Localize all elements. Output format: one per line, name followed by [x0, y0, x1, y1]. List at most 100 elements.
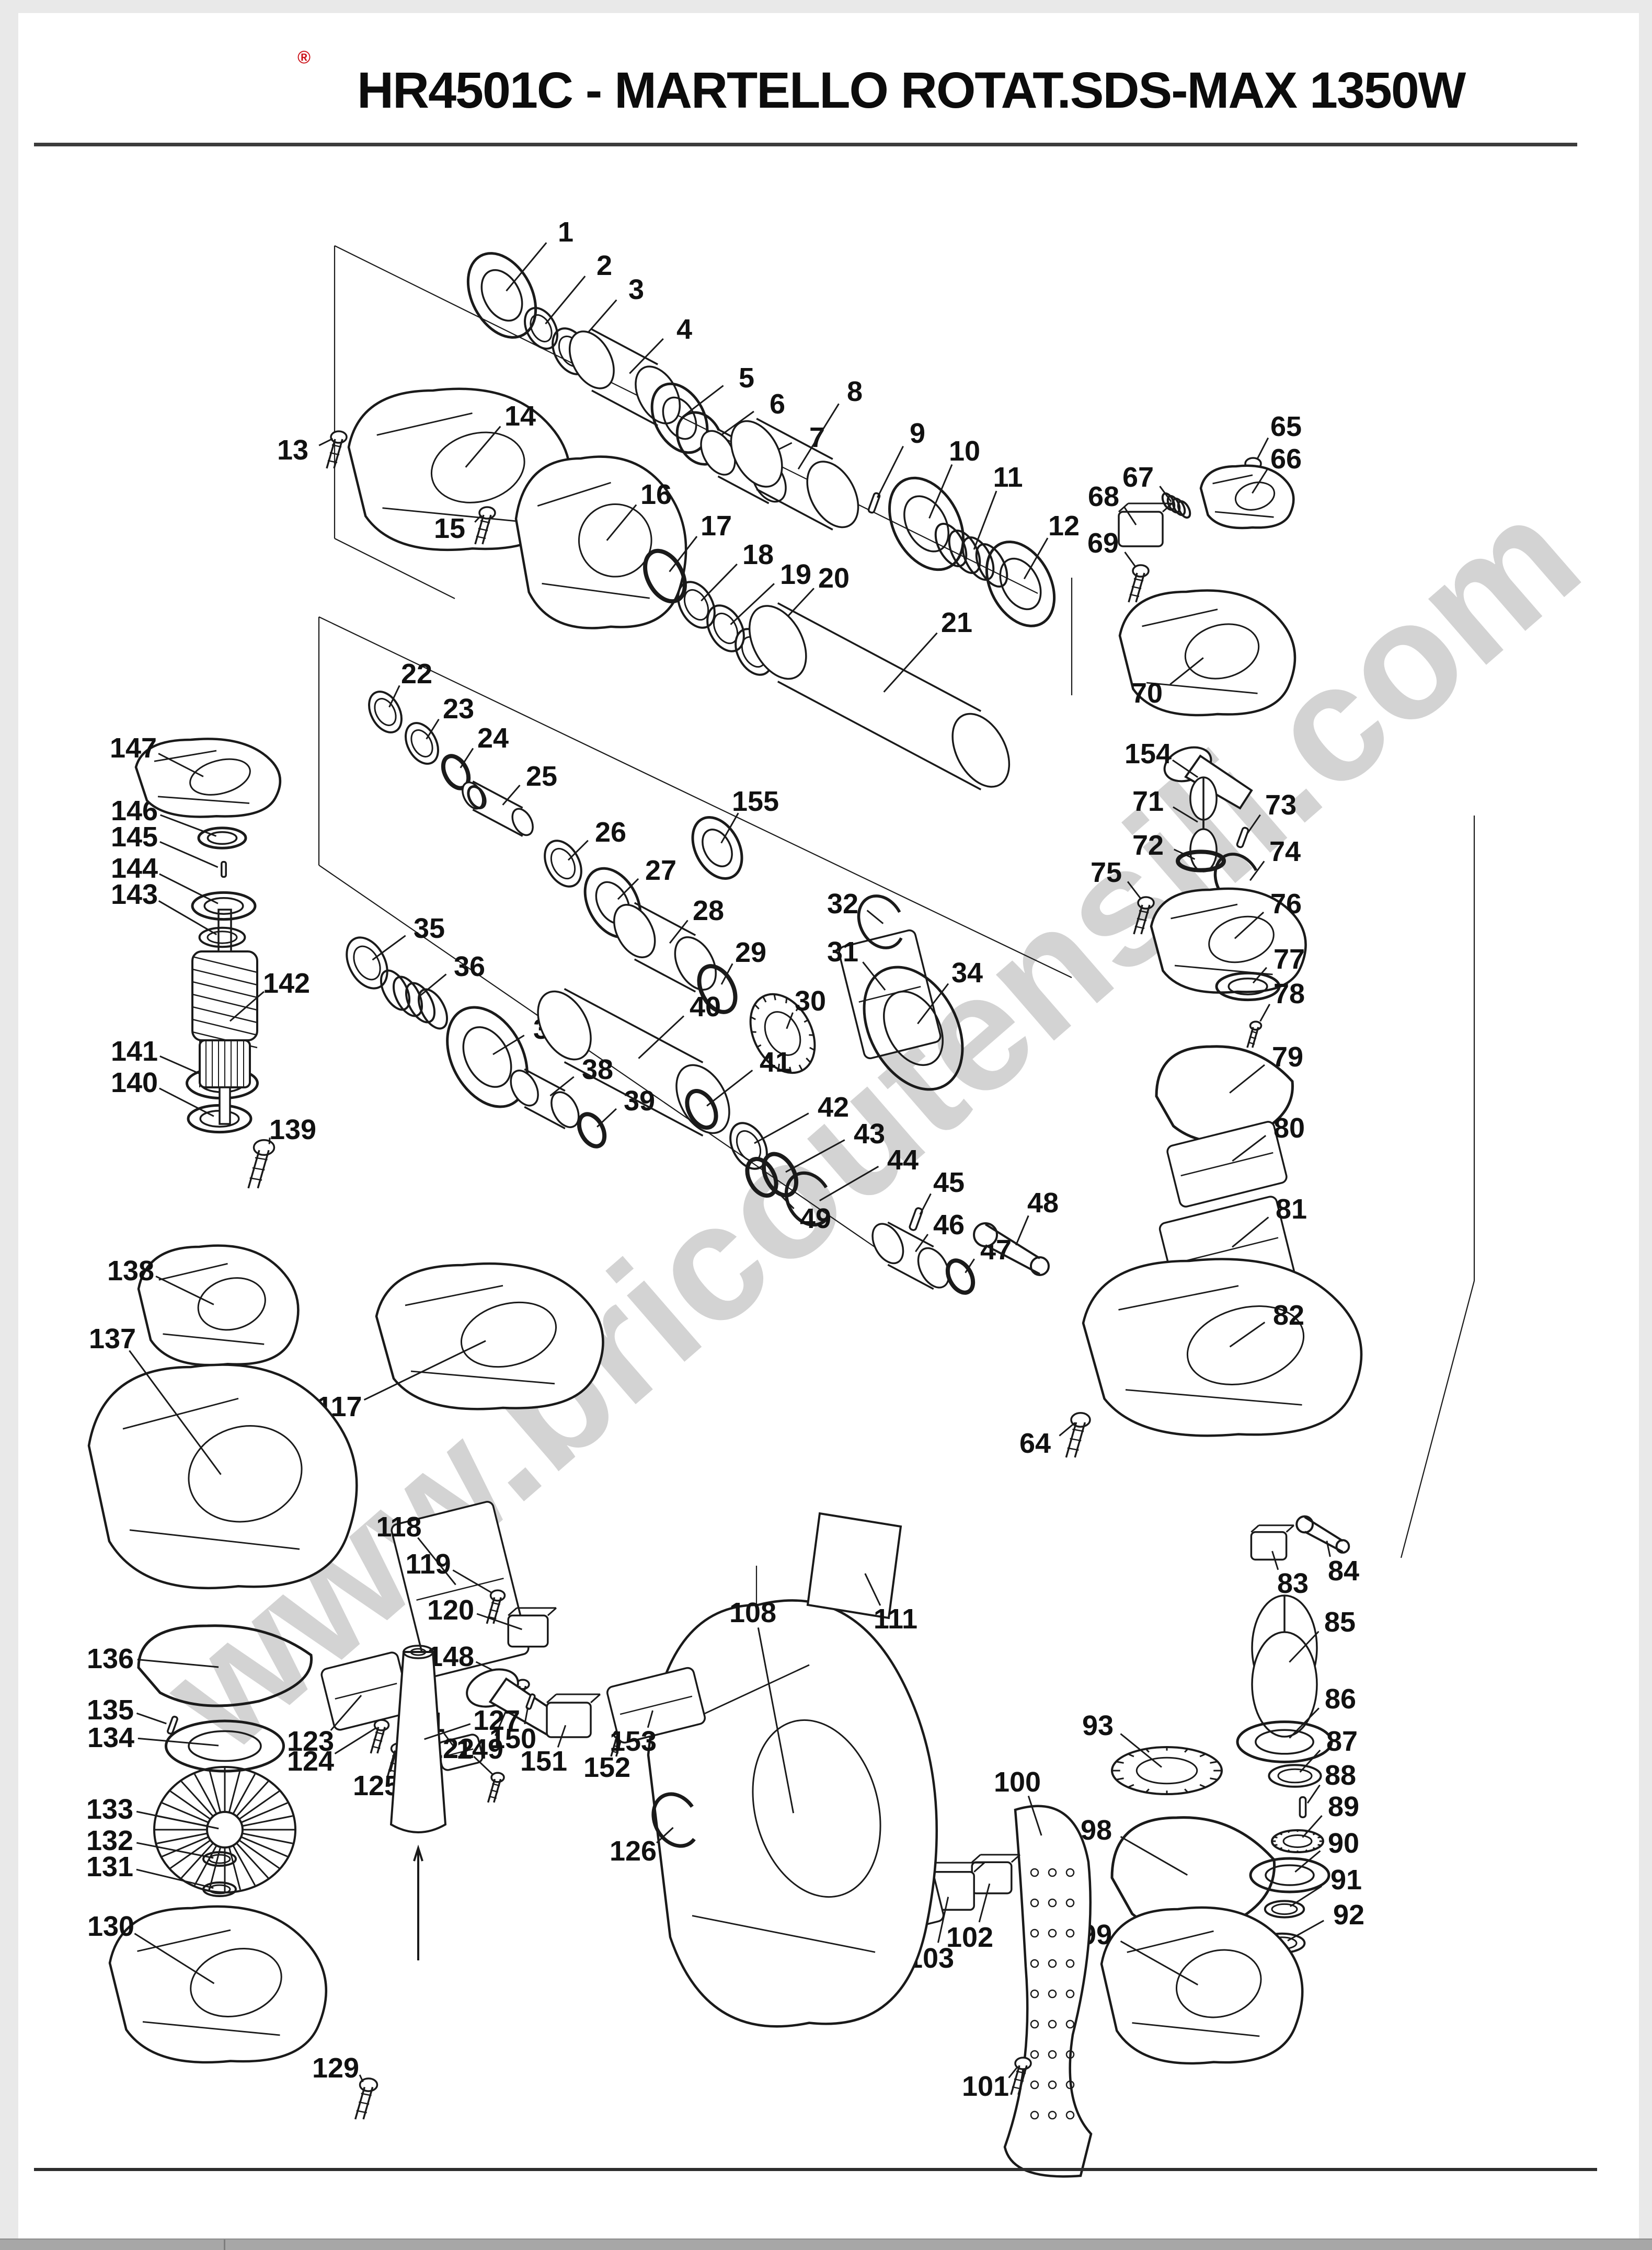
part-label: 32 [827, 888, 858, 920]
part-shape [985, 1244, 1040, 1275]
part-label: 44 [887, 1144, 919, 1176]
leader-line [567, 840, 589, 861]
part-shape [1065, 2019, 1075, 2029]
part-label: 119 [405, 1548, 451, 1580]
part-shape [1279, 1832, 1283, 1835]
part-shape [405, 982, 436, 1024]
part-shape [1017, 2065, 1028, 2095]
part-shape [1014, 2078, 1024, 2082]
part-shape [1048, 2019, 1057, 2029]
leader-line [1249, 860, 1265, 881]
part-shape [795, 1006, 799, 1012]
part-shape [1184, 623, 1260, 680]
exploded-parts-diagram: www.bricoutensili.com 123456789101112131… [86, 216, 1612, 2178]
part-shape [1145, 1788, 1150, 1793]
part-shape [330, 430, 348, 444]
part-shape [984, 1223, 1041, 1259]
part-shape [472, 780, 523, 809]
part-shape [1180, 1152, 1274, 1177]
leader-line [928, 464, 953, 519]
part-shape [1116, 1777, 1124, 1781]
part-label: 22 [401, 658, 432, 690]
leader-line [766, 1180, 795, 1209]
part-shape [1299, 1796, 1307, 1818]
part-shape [1048, 1928, 1057, 1938]
part-label: 42 [818, 1092, 849, 1123]
leader-line [669, 536, 698, 572]
leader-line [720, 812, 739, 844]
part-shape [697, 964, 738, 1014]
leader-line [476, 1613, 522, 1631]
part-shape [1210, 1777, 1218, 1781]
part-label: 64 [1019, 1428, 1051, 1459]
part-shape [191, 891, 257, 921]
part-label: 86 [1325, 1683, 1356, 1715]
part-shape [1251, 1524, 1259, 1533]
part-label: 152 [583, 1752, 630, 1783]
part-shape [142, 2021, 280, 2036]
document-page: makita ® HR4501C - MARTELLO ROTAT.SDS-MA… [18, 13, 1639, 2239]
leader-line [419, 973, 447, 997]
part-shape [1118, 1285, 1239, 1311]
part-shape [192, 968, 258, 986]
part-shape [170, 1840, 211, 1869]
part-shape [1133, 578, 1144, 582]
part-shape [192, 956, 258, 973]
part-label: 126 [610, 1835, 657, 1867]
leader-line [473, 1755, 493, 1775]
leader-line [158, 900, 217, 935]
part-shape [1048, 2050, 1057, 2059]
bottom-scroll-bar[interactable] [0, 2238, 1652, 2250]
part-label: 21 [941, 607, 972, 638]
leader-line [1172, 759, 1199, 778]
part-shape [1072, 1428, 1084, 1432]
part-shape [1227, 978, 1268, 995]
part-label: 89 [1328, 1791, 1359, 1822]
part-shape [1065, 2110, 1075, 2120]
part-label: 147 [110, 732, 157, 764]
part-label: 133 [86, 1794, 133, 1825]
part-label: 28 [693, 895, 724, 926]
part-shape [1287, 1830, 1290, 1833]
part-shape [446, 1006, 529, 1108]
part-label: 13 [277, 434, 308, 466]
part-shape [460, 1301, 557, 1368]
part-label: 123 [287, 1726, 334, 1757]
leader-line [1259, 1004, 1270, 1022]
part-label: 139 [269, 1114, 316, 1145]
part-shape [730, 420, 783, 488]
part-shape [635, 365, 681, 424]
part-shape [1065, 2050, 1075, 2059]
part-shape [858, 986, 921, 1003]
part-shape [1208, 915, 1275, 963]
part-shape [192, 1018, 258, 1036]
part-shape [620, 1695, 693, 1715]
leader-line [1173, 806, 1198, 823]
part-shape [487, 1616, 497, 1620]
part-label: 18 [742, 539, 774, 570]
part-shape [158, 1262, 228, 1281]
part-shape [524, 307, 558, 350]
part-label: 45 [933, 1167, 965, 1198]
part-shape [764, 1011, 801, 1056]
part-shape [1236, 1720, 1333, 1763]
part-shape [951, 713, 1011, 788]
part-shape [766, 1055, 770, 1061]
part-shape [1030, 2050, 1039, 2059]
part-shape [806, 1058, 811, 1063]
part-shape [137, 1244, 300, 1367]
part-shape [809, 1047, 815, 1051]
part-label: 12 [1048, 510, 1080, 542]
part-shape [1134, 925, 1145, 929]
part-label: 49 [800, 1203, 831, 1234]
part-label: 130 [87, 1911, 134, 1942]
part-shape [973, 1222, 999, 1247]
leader-line [965, 1258, 975, 1273]
part-shape [1065, 2080, 1075, 2090]
leader-line [334, 1727, 377, 1754]
part-label: 76 [1270, 888, 1302, 920]
part-shape [327, 460, 338, 464]
part-shape [634, 958, 696, 993]
part-shape [1145, 1748, 1150, 1753]
